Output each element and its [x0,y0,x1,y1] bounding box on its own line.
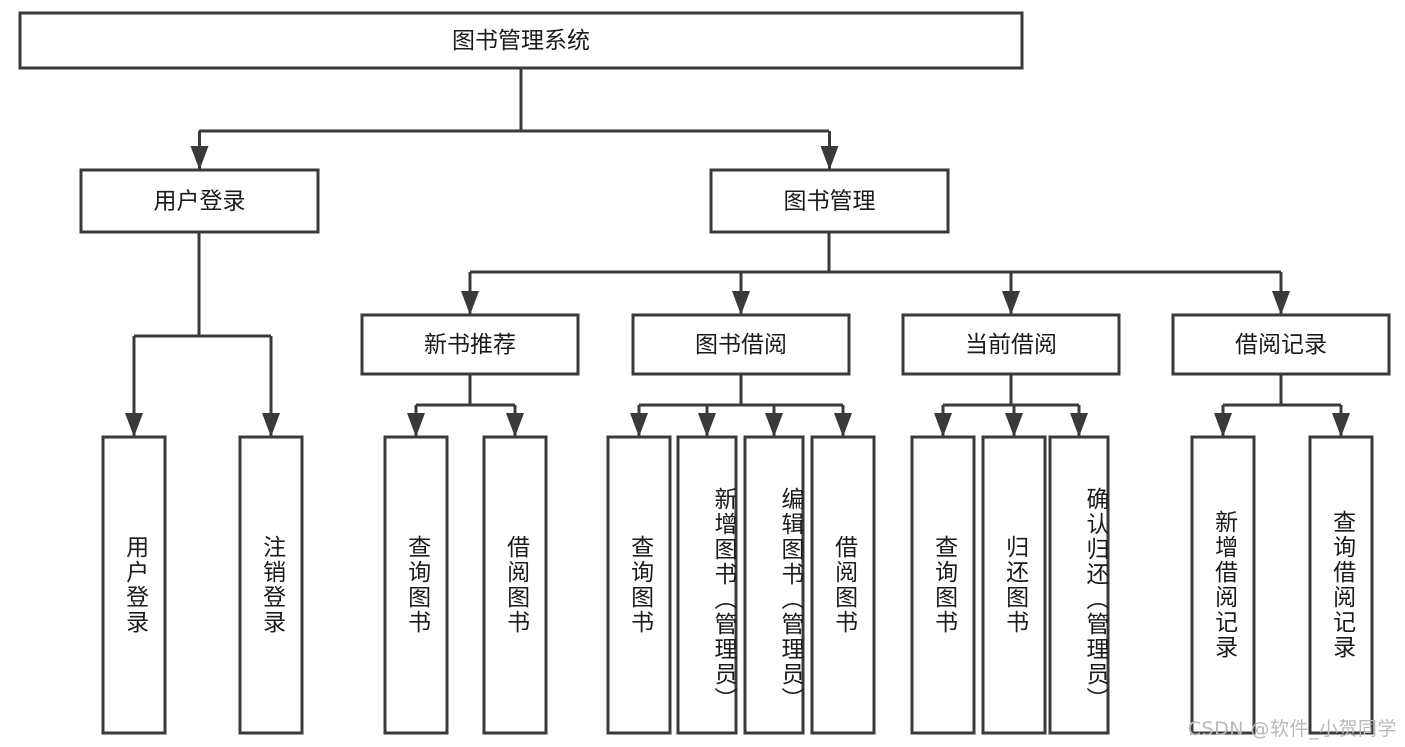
node-label-l3-0: 新书推荐 [424,332,516,358]
arrow-head-icon-leaf-9 [1005,413,1023,437]
watermark-text: CSDN @软件_小贺同学 [1187,718,1397,740]
node-box-leaf-3[interactable] [482,435,548,735]
node-box-leaf-2[interactable] [383,435,449,735]
node-label-root: 图书管理系统 [452,28,590,54]
node-box-leaf-6[interactable] [743,435,805,735]
arrow-head-icon-leaf-4 [630,413,648,437]
node-box-leaf-5[interactable] [676,435,738,735]
arrow-head-icon-l3-0 [461,291,479,315]
node-box-l3-1[interactable] [631,313,851,376]
arrow-head-icon-leaf-10 [1070,413,1088,437]
node-box-root[interactable] [18,11,1024,70]
arrow-head-icon-l3-3 [1272,291,1290,315]
node-box-leaf-7[interactable] [810,435,876,735]
node-label-l3-3: 借阅记录 [1235,332,1327,358]
arrow-head-icon-leaf-12 [1332,413,1350,437]
node-box-leaf-9[interactable] [981,435,1047,735]
node-label-l2-1: 图书管理 [784,189,876,215]
boxes-layer [18,11,1391,735]
arrow-head-icon-leaf-5 [698,413,716,437]
node-box-leaf-8[interactable] [910,435,976,735]
node-box-leaf-1[interactable] [238,435,304,735]
arrow-head-icon-leaf-0 [125,413,143,437]
arrow-head-icon-l2-1 [820,146,839,170]
arrow-head-icon-leaf-11 [1214,413,1232,437]
arrow-head-icon-leaf-6 [765,413,783,437]
node-box-leaf-11[interactable] [1190,435,1256,735]
node-box-l2-1[interactable] [709,168,950,234]
node-box-leaf-12[interactable] [1308,435,1374,735]
node-label-l3-2: 当前借阅 [965,332,1057,358]
arrow-head-icon-l3-2 [1002,291,1020,315]
arrow-head-icon-leaf-1 [262,413,280,437]
node-box-l2-0[interactable] [79,168,320,234]
node-box-l3-2[interactable] [901,313,1121,376]
arrow-head-icon-leaf-3 [506,413,524,437]
node-label-l3-1: 图书借阅 [695,332,787,358]
node-label-l2-0: 用户登录 [154,189,246,215]
arrow-head-icon-leaf-2 [407,413,425,437]
node-box-l3-0[interactable] [360,313,580,376]
connectors-layer [125,68,1350,437]
node-box-l3-3[interactable] [1171,313,1391,376]
arrow-head-icon-l3-1 [732,291,750,315]
node-box-leaf-4[interactable] [606,435,672,735]
node-box-leaf-0[interactable] [101,435,167,735]
arrow-head-icon-leaf-8 [934,413,952,437]
arrow-head-icon-leaf-7 [834,413,852,437]
arrow-head-icon-l2-0 [190,146,209,170]
node-box-leaf-10[interactable] [1048,435,1110,735]
